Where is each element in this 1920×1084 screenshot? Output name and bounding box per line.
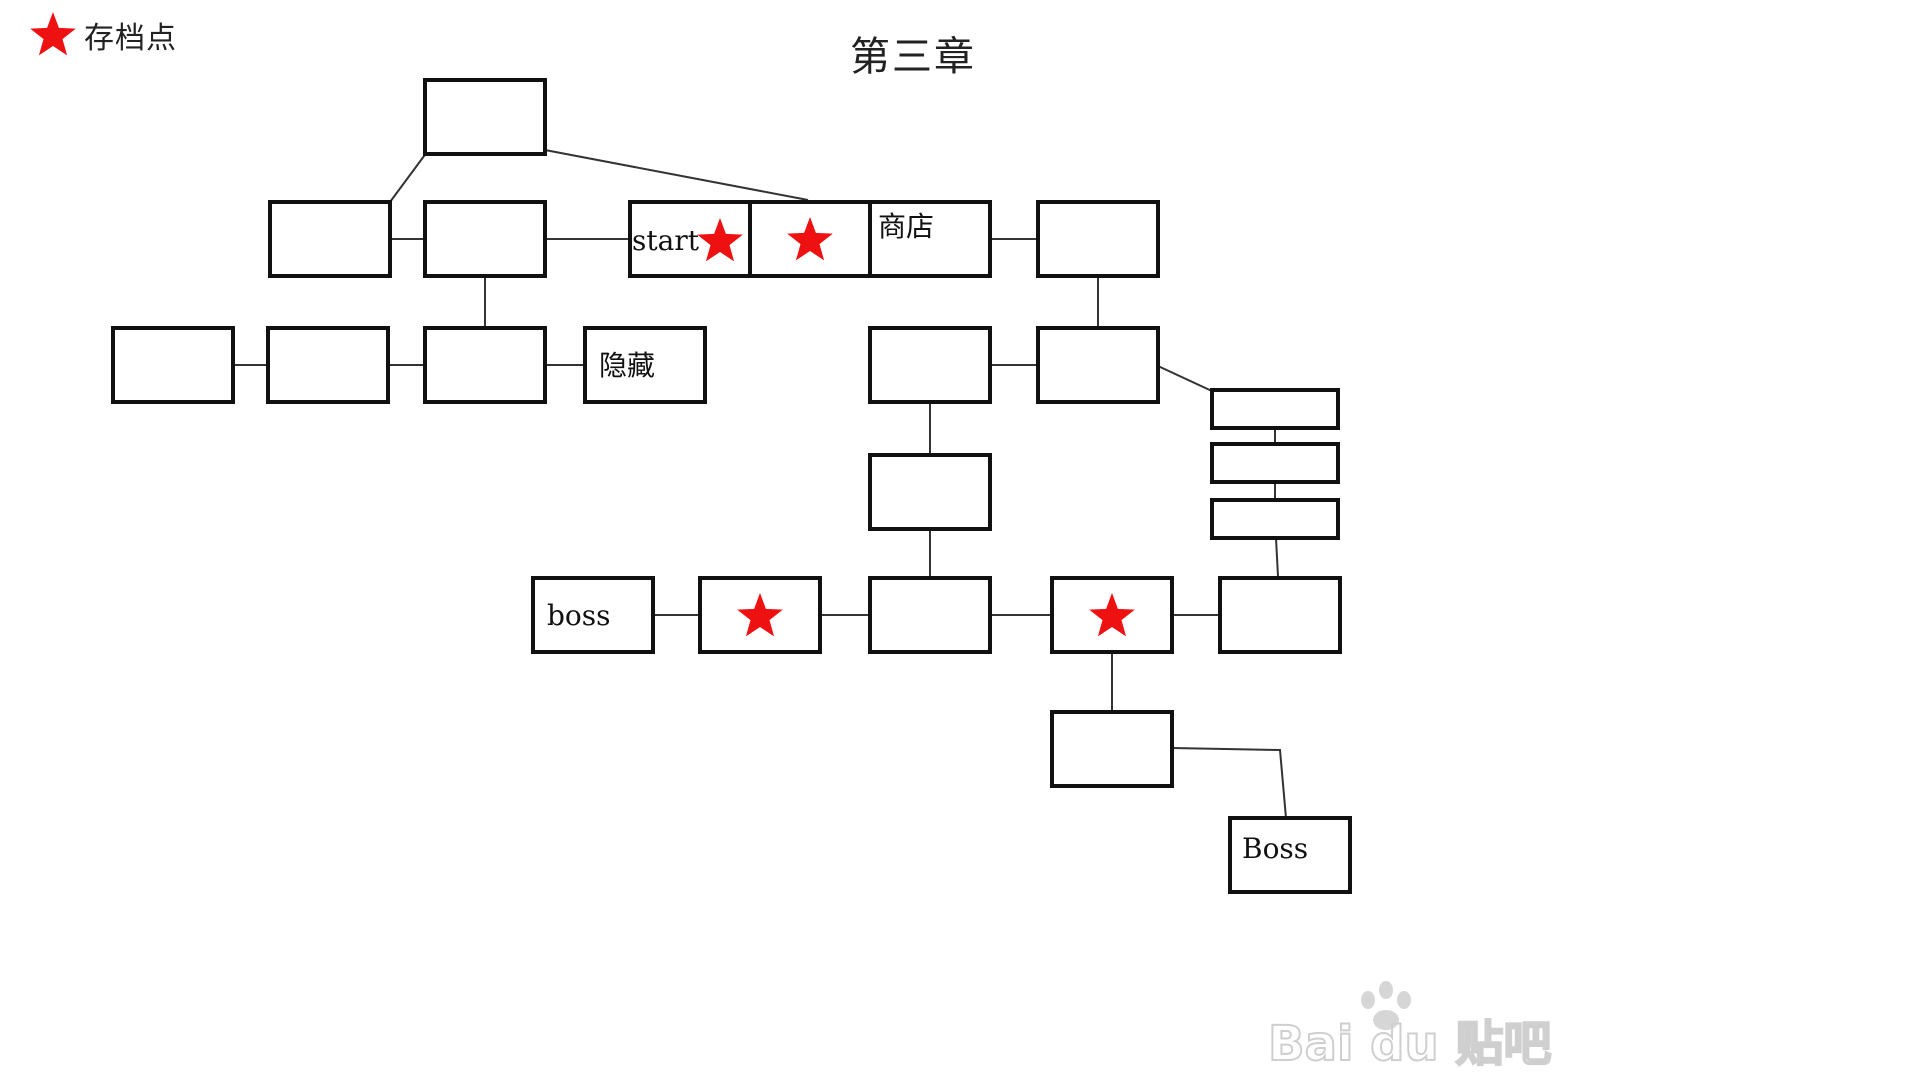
link-r2-f-to-r-small-1: [1157, 365, 1215, 393]
room-r2-b: [266, 326, 390, 404]
room-r-small-2: [1210, 442, 1340, 484]
link-r5-to-r-boss-2: [1171, 747, 1287, 819]
room-r4-save-1: [698, 576, 822, 654]
room-r4-e: [1218, 576, 1342, 654]
legend: 存档点: [28, 10, 177, 60]
room-box: [868, 326, 992, 404]
link-r-top-to-r-start-save: [544, 149, 809, 201]
room-box: [1228, 816, 1352, 894]
room-r3-mid: [868, 453, 992, 531]
room-r4-save-2: [1050, 576, 1174, 654]
room-r1-right: [1036, 200, 1160, 278]
room-r-shop: 商店: [868, 200, 992, 278]
room-box: [868, 453, 992, 531]
room-box: [1036, 200, 1160, 278]
room-r1-a: [268, 200, 392, 278]
room-box: [1036, 326, 1160, 404]
room-box: [531, 576, 655, 654]
save-point-star-icon: [697, 218, 743, 262]
room-box: [1218, 576, 1342, 654]
room-label: start: [632, 224, 700, 257]
room-label: Boss: [1242, 832, 1308, 865]
room-r2-e: [868, 326, 992, 404]
save-point-star-icon: [787, 217, 833, 261]
legend-label: 存档点: [84, 21, 177, 56]
room-r4-c: [868, 576, 992, 654]
room-box: [583, 326, 707, 404]
room-r-start: start: [628, 200, 752, 278]
room-r-boss-1: boss: [531, 576, 655, 654]
page-title: 第三章: [850, 34, 976, 80]
room-box: [1050, 710, 1174, 788]
room-r-small-1: [1210, 388, 1340, 430]
room-label: 隐藏: [599, 349, 655, 382]
room-box: [111, 326, 235, 404]
room-box: [868, 576, 992, 654]
room-r2-c: [423, 326, 547, 404]
room-r1-b: [423, 200, 547, 278]
baidu-tieba-logo: Bai du 贴吧: [1268, 1016, 1551, 1072]
watermark-logo: Bai du 贴吧: [1267, 981, 1552, 1073]
room-r-start-save: [748, 200, 872, 278]
paw-icon: [1361, 981, 1411, 1030]
room-box: [868, 200, 992, 278]
room-box: [423, 326, 547, 404]
room-r-hidden: 隐藏: [583, 326, 707, 404]
save-point-star-icon: [737, 593, 783, 637]
save-point-star-icon: [1089, 593, 1135, 637]
room-box: [423, 78, 547, 156]
room-r2-f: [1036, 326, 1160, 404]
room-r-top: [423, 78, 547, 156]
room-box: [1210, 388, 1340, 430]
room-r5: [1050, 710, 1174, 788]
room-box: [1210, 442, 1340, 484]
link-r-top-to-r1-a: [389, 151, 428, 203]
star-icon: [30, 12, 76, 56]
room-label: boss: [547, 599, 611, 632]
room-r-small-3: [1210, 498, 1340, 540]
room-box: [268, 200, 392, 278]
room-label: 商店: [878, 210, 934, 243]
room-r-boss-2: Boss: [1228, 816, 1352, 894]
room-box: [266, 326, 390, 404]
room-box: [1210, 498, 1340, 540]
room-r2-a: [111, 326, 235, 404]
room-box: [423, 200, 547, 278]
